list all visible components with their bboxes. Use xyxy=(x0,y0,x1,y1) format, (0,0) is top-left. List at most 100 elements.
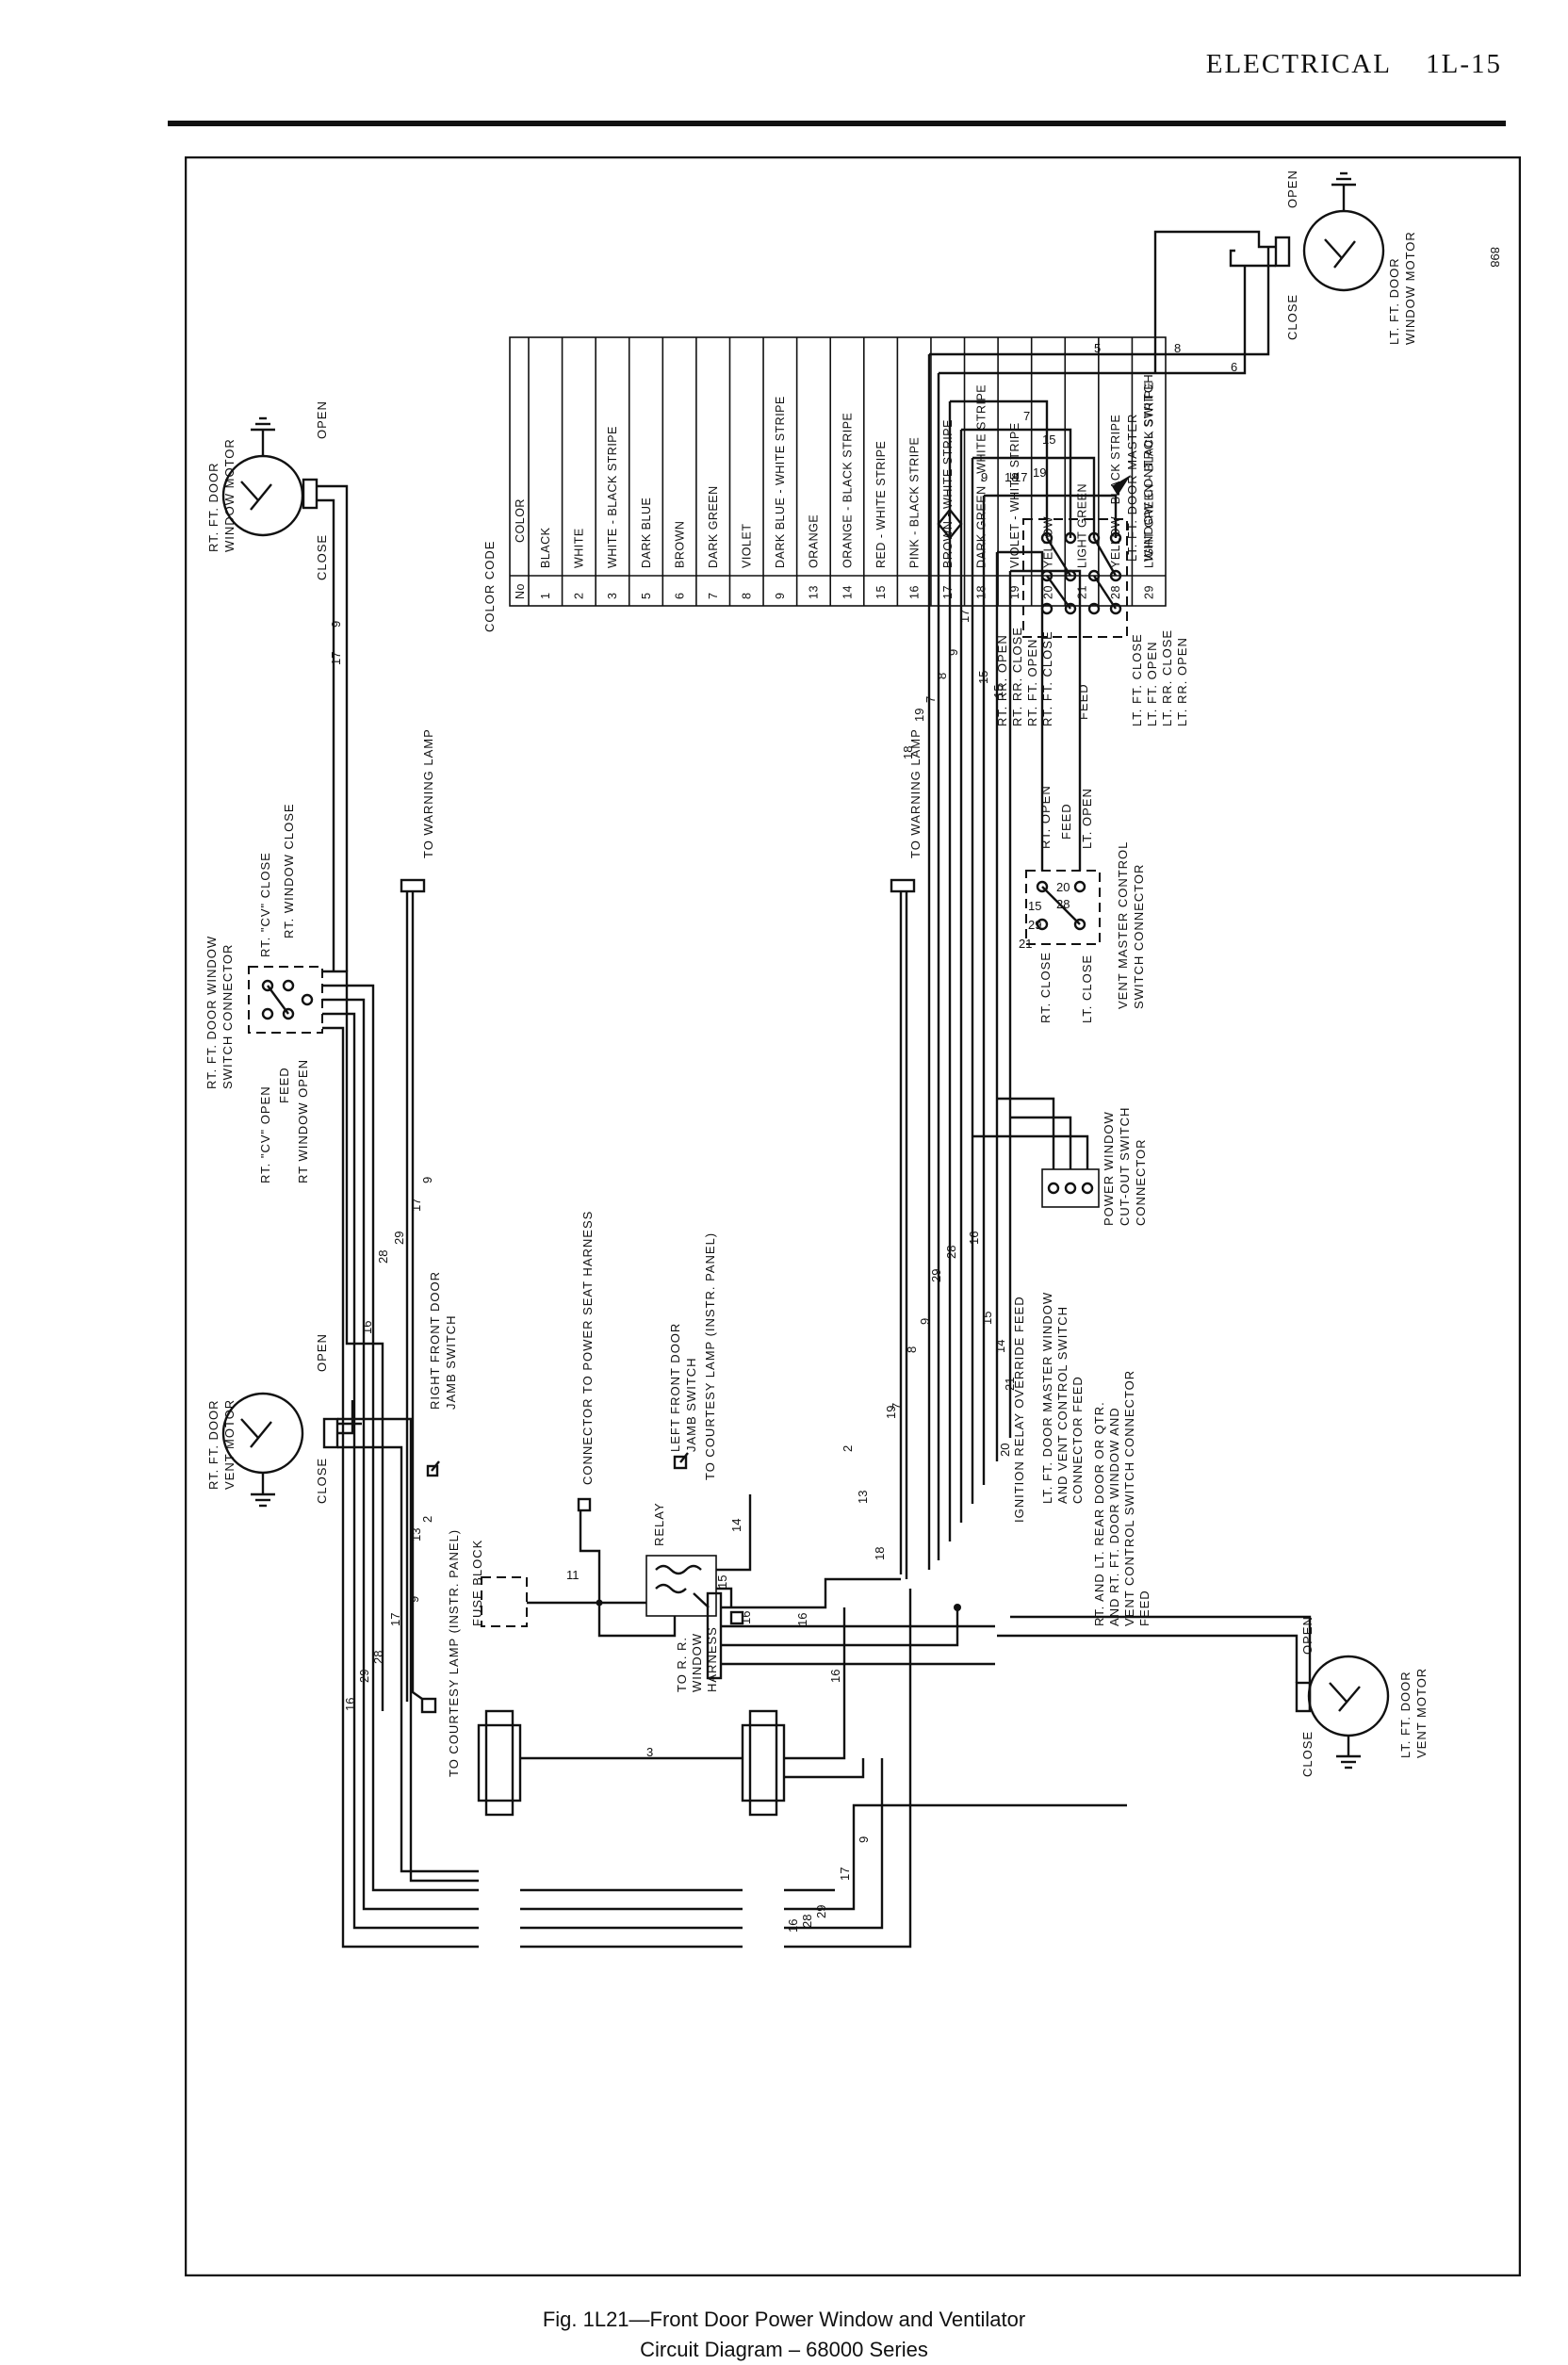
svg-text:RT. RR. OPEN: RT. RR. OPEN xyxy=(995,634,1009,726)
svg-text:VENT MASTER CONTROL: VENT MASTER CONTROL xyxy=(1116,841,1130,1009)
svg-text:16: 16 xyxy=(786,1919,800,1933)
lt-master-window-switch: LT. FT. DOOR MASTER WINDOW CONTROL SWITC… xyxy=(995,373,1189,726)
svg-text:5: 5 xyxy=(1094,341,1101,355)
svg-text:OPEN: OPEN xyxy=(315,400,329,439)
color-code-number: 29 xyxy=(1142,585,1155,599)
color-code-number: 19 xyxy=(1008,585,1021,599)
color-code-color: DARK GREEN xyxy=(707,485,720,568)
cutout-switch-connector: POWER WINDOW CUT-OUT SWITCH CONNECTOR IG… xyxy=(1012,1107,1152,1626)
svg-text:8: 8 xyxy=(935,673,949,679)
rt-switch-connector: RT. FT. DOOR WINDOW SWITCH CONNECTOR RT.… xyxy=(204,803,323,1183)
svg-text:15: 15 xyxy=(991,685,1005,698)
rt-vent-motor: RT. FT. DOOR VENT MOTOR CLOSE OPEN xyxy=(206,1333,339,1508)
svg-text:17: 17 xyxy=(957,610,972,623)
color-code-title: COLOR CODE xyxy=(482,541,497,632)
svg-text:11: 11 xyxy=(566,1568,580,1582)
svg-text:VENT CONTROL SWITCH CONNECTOR: VENT CONTROL SWITCH CONNECTOR xyxy=(1122,1370,1136,1626)
svg-text:TO R. R.: TO R. R. xyxy=(675,1637,689,1692)
color-code-color-header: COLOR xyxy=(514,498,527,543)
svg-text:FEED: FEED xyxy=(1059,803,1073,840)
svg-text:OPEN: OPEN xyxy=(1285,170,1299,208)
svg-text:RT. "CV" OPEN: RT. "CV" OPEN xyxy=(258,1085,272,1183)
color-code-no-header: No xyxy=(514,583,527,599)
svg-text:CLOSE: CLOSE xyxy=(1300,1731,1315,1777)
color-code-color: RED - WHITE STRIPE xyxy=(874,441,888,568)
svg-text:WINDOW: WINDOW xyxy=(690,1633,704,1692)
svg-text:RT. FT. DOOR: RT. FT. DOOR xyxy=(206,1399,220,1490)
svg-text:16: 16 xyxy=(795,1613,809,1626)
bulkhead-connector-rt xyxy=(477,1709,522,1817)
svg-text:CUT-OUT SWITCH: CUT-OUT SWITCH xyxy=(1118,1107,1132,1226)
svg-text:RT. RR. CLOSE: RT. RR. CLOSE xyxy=(1010,627,1024,726)
color-code-number: 15 xyxy=(874,585,888,599)
color-code-number: 5 xyxy=(640,593,653,599)
warning-lamp-rt: TO WARNING LAMP xyxy=(400,728,435,893)
svg-text:18: 18 xyxy=(901,746,915,759)
svg-text:RT. CLOSE: RT. CLOSE xyxy=(1038,952,1053,1023)
color-code-number: 6 xyxy=(673,593,686,599)
figure-caption: Fig. 1L21—Front Door Power Window and Ve… xyxy=(0,2305,1568,2365)
warning-lamp-lt: TO WARNING LAMP xyxy=(890,728,923,893)
svg-text:29: 29 xyxy=(357,1670,371,1683)
svg-text:LT. FT. DOOR: LT. FT. DOOR xyxy=(1398,1671,1413,1758)
svg-text:POWER WINDOW: POWER WINDOW xyxy=(1102,1111,1116,1226)
page-header: ELECTRICAL 1L-15 xyxy=(1180,49,1502,80)
svg-text:RT. FT. DOOR WINDOW: RT. FT. DOOR WINDOW xyxy=(204,936,219,1089)
section-title: ELECTRICAL xyxy=(1205,49,1391,79)
color-code-color: WHITE - BLACK STRIPE xyxy=(606,426,619,568)
svg-text:21: 21 xyxy=(1019,937,1032,951)
circuit-diagram: 898 COLOR CODE No COLOR 1BLACK2WHITE3WHI… xyxy=(185,156,1521,2276)
svg-text:29: 29 xyxy=(392,1231,406,1245)
fuse-block: FUSE BLOCK xyxy=(470,1540,528,1627)
color-code-number: 1 xyxy=(539,593,552,599)
svg-text:LT. FT. DOOR MASTER: LT. FT. DOOR MASTER xyxy=(1125,414,1139,562)
svg-text:CLOSE: CLOSE xyxy=(315,534,329,580)
svg-text:13: 13 xyxy=(409,1528,423,1541)
color-code-number: 3 xyxy=(606,593,619,599)
color-code-number: 18 xyxy=(975,585,988,599)
svg-text:VENT MOTOR: VENT MOTOR xyxy=(222,1399,237,1490)
header-rule xyxy=(168,121,1506,126)
svg-text:WINDOW MOTOR: WINDOW MOTOR xyxy=(1403,231,1417,345)
diagram-id: 898 xyxy=(1488,247,1502,268)
svg-text:16: 16 xyxy=(967,1231,981,1245)
svg-text:15: 15 xyxy=(976,671,990,684)
svg-text:14: 14 xyxy=(729,1519,743,1532)
color-code-color: BLACK xyxy=(539,527,552,568)
color-code-number: 16 xyxy=(907,585,921,599)
svg-text:RT. FT. OPEN: RT. FT. OPEN xyxy=(1025,639,1039,726)
color-code-number: 17 xyxy=(941,585,955,599)
svg-text:RT. FT. CLOSE: RT. FT. CLOSE xyxy=(1040,630,1054,726)
svg-text:LT. FT. OPEN: LT. FT. OPEN xyxy=(1145,642,1159,727)
color-code-number: 14 xyxy=(841,585,854,599)
svg-text:29: 29 xyxy=(814,1905,828,1918)
svg-text:9: 9 xyxy=(918,1318,932,1325)
wiring: 17 9 16 28 29 17 9 16 29 28 17 9 13 2 3 xyxy=(317,230,1312,1949)
caption-line-1: Fig. 1L21—Front Door Power Window and Ve… xyxy=(542,2308,1026,2331)
svg-text:15: 15 xyxy=(1028,899,1041,913)
svg-text:CONNECTOR FEED: CONNECTOR FEED xyxy=(1070,1376,1085,1504)
svg-text:19: 19 xyxy=(912,709,926,722)
svg-text:FUSE BLOCK: FUSE BLOCK xyxy=(470,1540,484,1626)
svg-text:TO COURTESY LAMP (INSTR. PANEL: TO COURTESY LAMP (INSTR. PANEL) xyxy=(703,1232,717,1480)
svg-text:13: 13 xyxy=(856,1491,870,1504)
lt-window-motor: LT. FT. DOOR WINDOW MOTOR CLOSE OPEN xyxy=(1274,170,1417,345)
svg-text:17: 17 xyxy=(409,1199,423,1212)
svg-text:LT. FT. DOOR: LT. FT. DOOR xyxy=(1387,257,1401,345)
color-code-color: ORANGE xyxy=(808,514,821,568)
svg-text:SWITCH CONNECTOR: SWITCH CONNECTOR xyxy=(1132,864,1146,1009)
svg-text:29: 29 xyxy=(1028,918,1041,932)
vent-master-switch: RT. OPEN FEED LT. OPEN RT. CLOSE LT. CLO… xyxy=(1025,785,1146,1023)
svg-text:LT. RR. CLOSE: LT. RR. CLOSE xyxy=(1160,629,1174,726)
svg-text:WINDOW MOTOR: WINDOW MOTOR xyxy=(222,438,237,552)
svg-text:15: 15 xyxy=(715,1575,729,1589)
color-code-number: 7 xyxy=(707,593,720,599)
svg-text:16: 16 xyxy=(360,1321,374,1334)
svg-text:17: 17 xyxy=(388,1613,402,1626)
svg-text:CLOSE: CLOSE xyxy=(315,1458,329,1504)
svg-text:9: 9 xyxy=(981,470,988,484)
svg-text:RIGHT FRONT DOOR: RIGHT FRONT DOOR xyxy=(428,1271,442,1410)
rt-window-motor-label: RT. FT. DOOR xyxy=(206,462,220,552)
